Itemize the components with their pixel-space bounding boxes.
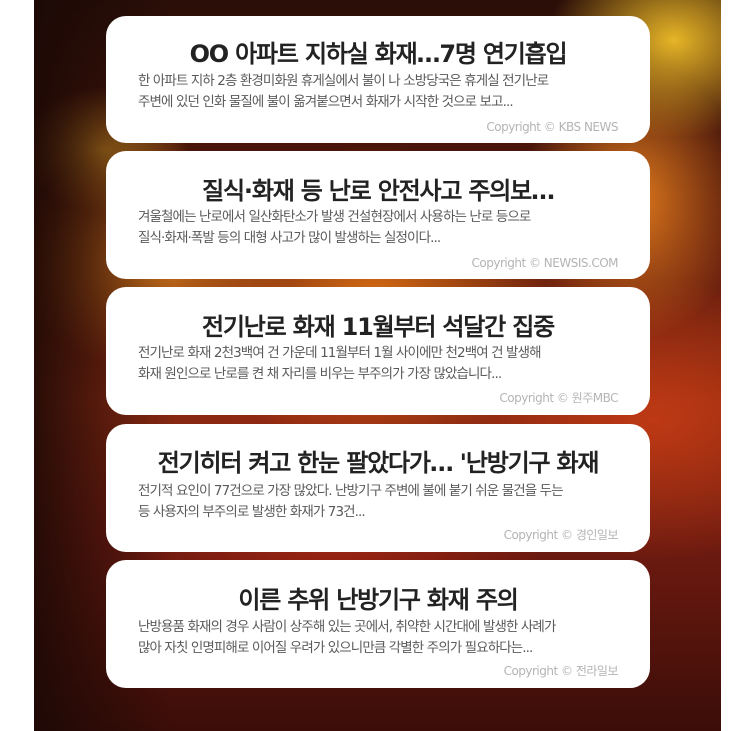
news-summary-line: 많아 자칫 인명피해로 이어질 우려가 있으니만큼 각별한 주의가 필요하다는.… [138,640,533,656]
fire-background-panel: OO 아파트 지하실 화재…7명 연기흡입 한 아파트 지하 2층 환경미화원 … [34,0,721,731]
news-summary-line: 난방용품 화재의 경우 사람이 상주해 있는 곳에서, 취약한 시간대에 발생한… [138,619,556,635]
news-summary-line: 등 사용자의 부주의로 발생한 화재가 73건... [138,504,366,520]
news-card[interactable]: 질식·화재 등 난로 안전사고 주의보… 겨울철에는 난로에서 일산화탄소가 발… [106,151,650,279]
news-title: OO 아파트 지하실 화재…7명 연기흡입 [189,40,568,68]
news-summary-line: 화재 원인으로 난로를 켠 채 자리를 비우는 부주의가 가장 많았습니다... [138,366,502,382]
copyright-source: Copyright © KBS NEWS [486,120,618,134]
news-title: 이른 추위 난방기구 화재 주의 [238,586,518,614]
copyright-source: Copyright © 전라일보 [503,664,619,678]
news-summary-line: 질식·화재·폭발 등의 대형 사고가 많이 발생하는 실정이다... [138,230,441,246]
news-card[interactable]: 전기히터 켜고 한눈 팔았다가… '난방기구 화재 전기적 요인이 77건으로 … [106,424,650,552]
copyright-source: Copyright © 원주MBC [499,391,618,405]
news-summary-line: 전기난로 화재 2천3백여 건 가운데 11월부터 1월 사이에만 천2백여 건… [138,345,542,361]
news-title: 전기히터 켜고 한눈 팔았다가… '난방기구 화재 [157,449,600,477]
news-summary-line: 한 아파트 지하 2층 환경미화원 휴게실에서 불이 나 소방당국은 휴게실 전… [138,73,549,89]
news-card[interactable]: 전기난로 화재 11월부터 석달간 집중 전기난로 화재 2천3백여 건 가운데… [106,287,650,415]
copyright-source: Copyright © NEWSIS.COM [471,256,619,270]
news-summary: 전기난로 화재 2천3백여 건 가운데 11월부터 1월 사이에만 천2백여 건… [138,343,622,385]
news-summary: 한 아파트 지하 2층 환경미화원 휴게실에서 불이 나 소방당국은 휴게실 전… [138,71,622,113]
news-title: 질식·화재 등 난로 안전사고 주의보… [202,177,555,205]
news-card[interactable]: 이른 추위 난방기구 화재 주의 난방용품 화재의 경우 사람이 상주해 있는 … [106,560,650,688]
news-card[interactable]: OO 아파트 지하실 화재…7명 연기흡입 한 아파트 지하 2층 환경미화원 … [106,16,650,143]
news-summary: 전기적 요인이 77건으로 가장 많았다. 난방기구 주변에 불에 붙기 쉬운 … [138,481,622,523]
news-summary-line: 주변에 있던 인화 물질에 불이 옮겨붙으면서 화재가 시작한 것으로 보고..… [138,94,514,110]
news-title: 전기난로 화재 11월부터 석달간 집중 [202,313,555,341]
copyright-source: Copyright © 경인일보 [503,528,619,542]
news-summary: 난방용품 화재의 경우 사람이 상주해 있는 곳에서, 취약한 시간대에 발생한… [138,617,622,659]
news-summary: 겨울철에는 난로에서 일산화탄소가 발생 건설현장에서 사용하는 난로 등으로 … [138,207,622,249]
news-summary-line: 전기적 요인이 77건으로 가장 많았다. 난방기구 주변에 불에 붙기 쉬운 … [138,483,564,499]
news-summary-line: 겨울철에는 난로에서 일산화탄소가 발생 건설현장에서 사용하는 난로 등으로 [138,209,531,225]
